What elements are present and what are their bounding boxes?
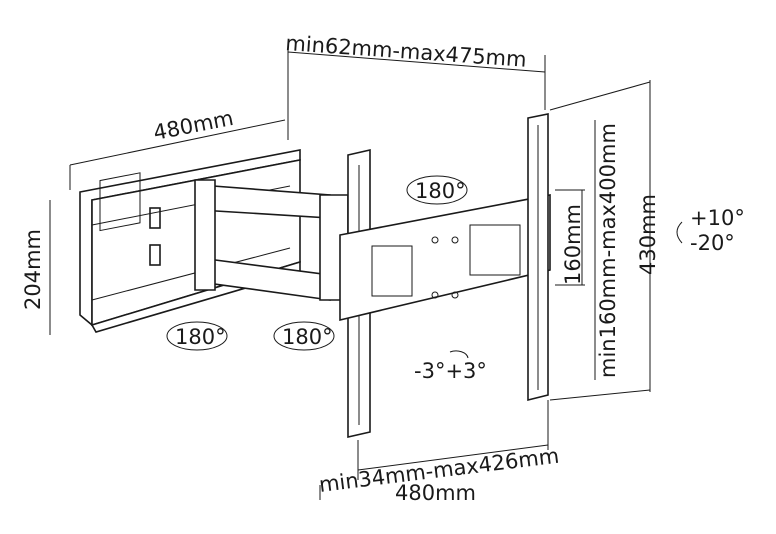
rotation-ellipse-right — [273, 321, 335, 351]
tv-crossbar — [339, 194, 551, 322]
wall-plate — [79, 149, 301, 333]
rotation-left-label: 180° — [175, 325, 226, 349]
tilt-up-label: +10° — [690, 206, 745, 230]
rotation-right-label: 180° — [282, 325, 333, 349]
top-depth-label: min62mm-max475mm — [285, 31, 528, 72]
vesa-vertical-range-label: min160mm-max400mm — [596, 123, 620, 378]
swing-arms — [194, 179, 349, 301]
total-width-label: 480mm — [395, 481, 476, 505]
level-arc-icon — [449, 350, 469, 359]
tilt-arc-icon — [676, 221, 683, 244]
dimension-lines — [49, 50, 651, 500]
total-height-label: 430mm — [636, 194, 660, 275]
rotation-ellipse-center — [406, 175, 468, 205]
rotation-ellipse-left — [166, 321, 228, 351]
right-tv-bracket — [527, 113, 549, 402]
rotation-center-label: 180° — [415, 179, 466, 203]
rotation-markers — [166, 175, 683, 359]
tilt-down-label: -20° — [690, 231, 735, 255]
level-label: -3°+3° — [414, 359, 487, 383]
wall-height-label: 204mm — [21, 229, 45, 310]
vesa-vertical-small-label: 160mm — [561, 204, 585, 285]
